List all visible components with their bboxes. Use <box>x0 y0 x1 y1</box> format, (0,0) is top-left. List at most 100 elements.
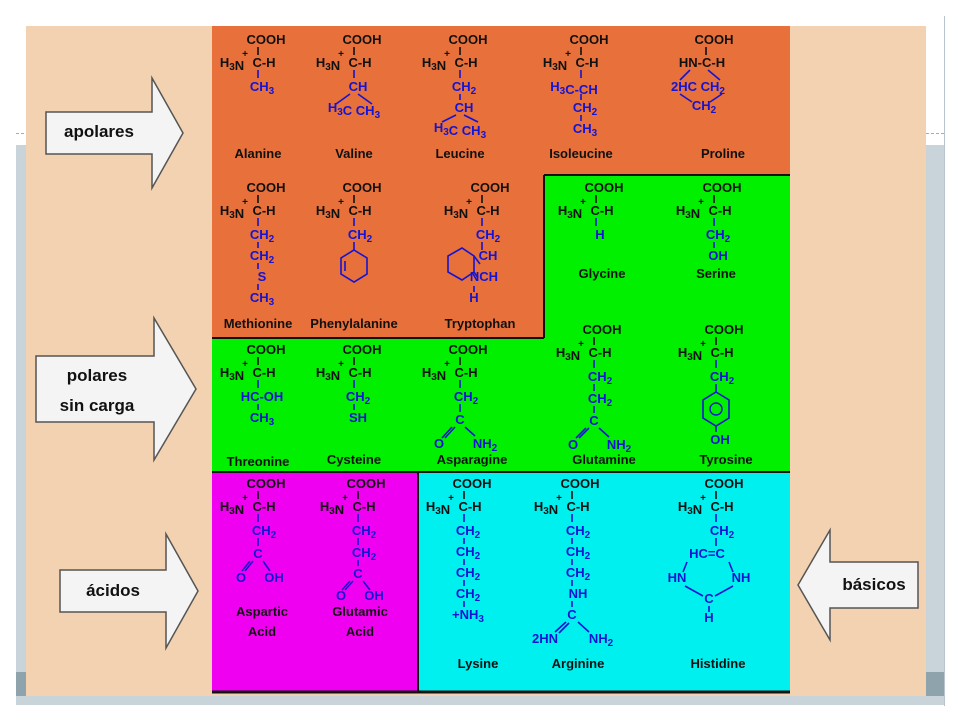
lysine-name: Lysine <box>457 656 499 671</box>
alpha-carbon: C-H <box>252 203 275 218</box>
side-chain-group: CH3 <box>250 79 275 97</box>
cooh-group: COOH <box>703 180 742 195</box>
side-chain-group: CH2 <box>452 79 477 97</box>
alpha-carbon: C-H <box>590 203 613 218</box>
charge-sign: + <box>338 359 344 370</box>
side-chain-group: OH <box>710 432 730 447</box>
side-chain-group: H3C CH3 <box>434 120 487 138</box>
cysteine-name: Cysteine <box>326 452 382 467</box>
side-chain-group: OH <box>708 248 728 263</box>
alpha-carbon: C-H <box>476 203 499 218</box>
methionine-name: Methionine <box>223 316 293 331</box>
alpha-carbon: C-H <box>710 499 733 514</box>
cooh-group: COOH <box>453 476 492 491</box>
side-chain-group: CH <box>455 100 474 115</box>
charge-sign: + <box>444 359 450 370</box>
cooh-group: COOH <box>247 32 286 47</box>
aspartic-acid-line2-name: Acid <box>247 624 277 639</box>
side-chain-group: O <box>434 436 444 451</box>
side-chain-group: CH2 <box>348 227 373 245</box>
amine-group: H3N <box>678 345 702 363</box>
glycine-name: Glycine <box>578 266 626 281</box>
charge-sign: + <box>700 339 706 350</box>
cooh-group: COOH <box>347 476 386 491</box>
amine-group: H3N <box>220 55 244 73</box>
amine-group: H3N <box>543 55 567 73</box>
valine-name: Valine <box>335 146 373 161</box>
cooh-group: COOH <box>449 32 488 47</box>
amine-group: H3N <box>556 345 580 363</box>
side-chain-group: NH2 <box>589 631 614 649</box>
cooh-group: COOH <box>247 476 286 491</box>
amine-group: H3N <box>316 55 340 73</box>
bond-line <box>714 585 734 597</box>
glutamic-acid-line2-name: Acid <box>345 624 375 639</box>
amine-group: H3N <box>220 203 244 221</box>
bond-line <box>728 561 734 573</box>
amine-group: H3N <box>220 499 244 517</box>
charge-sign: + <box>565 49 571 60</box>
side-chain-group: CH2 <box>588 369 613 387</box>
alpha-carbon: C-H <box>708 203 731 218</box>
amine-group: H3N <box>444 203 468 221</box>
amine-group: H3N <box>422 365 446 383</box>
asparagine-name: Asparagine <box>436 452 508 467</box>
alpha-carbon: C-H <box>454 365 477 380</box>
side-chain-group: CH2 <box>456 565 481 583</box>
side-chain-group: H3C CH3 <box>328 100 381 121</box>
side-chain-group: H <box>469 290 478 305</box>
charge-sign: + <box>242 493 248 504</box>
slide-frame-line <box>944 16 945 706</box>
cooh-group: COOH <box>343 342 382 357</box>
cooh-group: COOH <box>695 32 734 47</box>
alpha-carbon: C-H <box>252 365 275 380</box>
bond-line <box>463 114 479 123</box>
amine-group: H3N <box>316 365 340 383</box>
side-chain-group: HC=C <box>689 546 725 561</box>
amine-group: H3N <box>678 499 702 517</box>
phenol-ring-icon <box>702 391 730 427</box>
apolar-arrow: apolares <box>42 74 187 192</box>
side-chain-group: CH3 <box>573 121 598 139</box>
side-chain-group: CH3 <box>250 410 275 428</box>
arginine-name: Arginine <box>551 656 605 671</box>
side-chain-group: CH2 <box>566 544 591 562</box>
side-chain-group: CH2 <box>706 227 731 245</box>
polar-arrow: polares sin carga <box>32 314 200 464</box>
charge-sign: + <box>580 197 586 208</box>
basic-label: básicos <box>842 575 906 594</box>
alanine-name: Alanine <box>234 146 282 161</box>
alpha-carbon: C-H <box>588 345 611 360</box>
side-chain-group: CH2 <box>588 391 613 409</box>
bond-line <box>335 93 351 105</box>
alpha-carbon: C-H <box>348 365 371 380</box>
side-chain-group: CH2 <box>352 545 377 563</box>
alpha-carbon: C-H <box>575 55 598 70</box>
side-chain-group: SH <box>349 410 367 425</box>
cooh-group: COOH <box>343 32 382 47</box>
bond-line <box>341 580 351 591</box>
bond-line <box>684 585 704 597</box>
side-chain-group: 2HN <box>532 631 558 646</box>
side-chain-group: C <box>589 413 599 428</box>
proline-name: Proline <box>700 146 746 161</box>
bond-line <box>344 580 354 591</box>
serine-name: Serine <box>696 266 736 281</box>
side-chain-group: HC-OH <box>241 389 284 404</box>
cooh-group: COOH <box>583 322 622 337</box>
amine-group: H3N <box>422 55 446 73</box>
bond-line <box>444 426 456 439</box>
side-chain-group: CH2 <box>250 248 275 266</box>
basic-panel <box>418 472 790 692</box>
side-chain-group: NH2 <box>473 436 498 454</box>
side-chain-group: O <box>568 437 578 452</box>
apolar-label: apolares <box>64 122 134 141</box>
leucine-name: Leucine <box>435 146 485 161</box>
